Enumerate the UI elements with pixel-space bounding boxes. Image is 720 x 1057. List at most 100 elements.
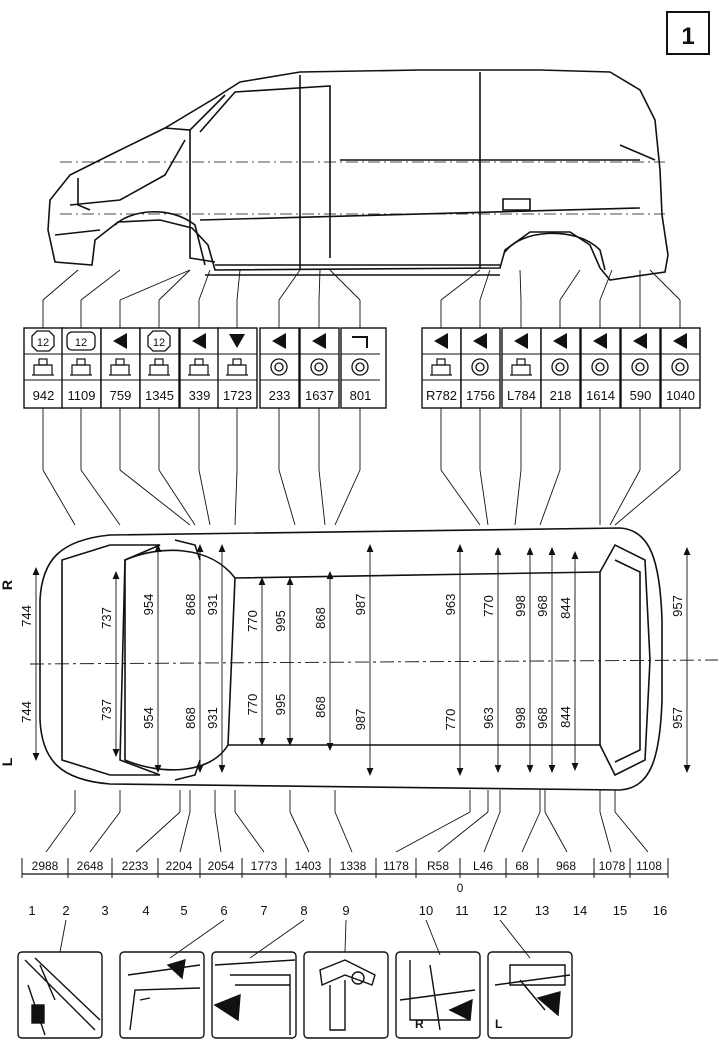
point-number: 9 (342, 903, 349, 918)
triangle-marker-icon (553, 333, 567, 349)
point-code: 1637 (305, 388, 334, 403)
width-upper-value: 868 (183, 594, 198, 616)
width-lower-value: 963 (481, 707, 496, 729)
width-lower-value: 987 (353, 709, 368, 731)
width-lower-value: 931 (205, 707, 220, 729)
badge-label: 12 (37, 337, 49, 349)
triangle-marker-icon (514, 333, 528, 349)
leader-line (158, 269, 191, 301)
point-code: 233 (269, 388, 291, 403)
width-upper-value: 987 (353, 594, 368, 616)
triangle-marker-icon (633, 333, 647, 349)
bottom-dimension-value: 1078 (599, 859, 626, 873)
table-column: 1040 (660, 327, 701, 409)
leader-line (649, 269, 681, 301)
leader-line (437, 811, 489, 853)
bottom-dimension-value: 1773 (251, 859, 278, 873)
detail-5-label: R (415, 1017, 424, 1031)
leader-line (329, 269, 361, 301)
side-label-right: R (0, 580, 15, 590)
bottom-dimension-value: R58 (427, 859, 449, 873)
leader-line (599, 811, 612, 853)
point-number: 1 (28, 903, 35, 918)
lift-point-icon (510, 358, 532, 376)
width-dimension: 931 931 (205, 543, 226, 774)
point-number: 15 (613, 903, 627, 918)
triangle-marker-icon (113, 333, 127, 349)
lift-point-icon (70, 358, 92, 376)
leader-line (42, 469, 76, 526)
table-column: 1637 (299, 327, 340, 409)
bottom-dimension-value: 1108 (636, 859, 662, 873)
point-code: 1040 (666, 388, 695, 403)
lift-point-icon (226, 358, 248, 376)
leader-line (80, 469, 121, 526)
ring-point-icon (471, 358, 489, 376)
leader-line (614, 469, 681, 526)
triangle-marker-icon (272, 333, 286, 349)
detail-6-label: L (495, 1017, 502, 1031)
lift-point-icon (109, 358, 131, 376)
detail-3 (211, 951, 297, 1039)
leader-line (599, 269, 613, 301)
page-number: 1 (681, 23, 694, 50)
width-dimension: 987 987 (353, 543, 374, 777)
leader-line (521, 811, 541, 853)
zero-reference-label: 0 (457, 881, 464, 895)
leader-line (318, 469, 326, 526)
width-dimension: 744 744 (19, 566, 40, 762)
bottom-dimension-value: 2054 (208, 859, 235, 873)
point-number: 8 (300, 903, 307, 918)
bottom-dimension-value: 2648 (77, 859, 104, 873)
bottom-dimension-value: 2204 (166, 859, 193, 873)
bottom-dimension-value: 968 (556, 859, 576, 873)
width-upper-value: 931 (205, 594, 220, 616)
triangle-marker-icon (473, 333, 487, 349)
leader-line (609, 469, 641, 526)
bottom-dimension-value: 1403 (295, 859, 322, 873)
width-lower-value: 744 (19, 701, 34, 723)
leader-line (119, 469, 191, 526)
table-column: 590 (620, 327, 661, 409)
table-column: 218 (540, 327, 581, 409)
width-upper-value: 744 (19, 605, 34, 627)
width-upper-value: 868 (313, 607, 328, 629)
point-code: 942 (33, 388, 55, 403)
point-code: 1109 (68, 388, 96, 403)
badge-label: 12 (75, 337, 87, 349)
point-code: 1723 (223, 388, 252, 403)
point-number: 10 (419, 903, 433, 918)
leader-line (119, 269, 191, 301)
leader-line (334, 811, 353, 853)
table-column: 759 (100, 327, 141, 409)
leader-line (539, 469, 561, 526)
leader-line (344, 919, 347, 953)
leader-line (318, 269, 321, 301)
leader-line (198, 469, 211, 526)
width-upper-value: 998 (513, 595, 528, 617)
point-code: 218 (550, 388, 572, 403)
point-code: 1756 (466, 388, 495, 403)
detail-4 (303, 951, 389, 1039)
leader-line (179, 811, 191, 853)
table-column: 233 (259, 327, 300, 409)
ring-point-icon (631, 358, 649, 376)
table-column: L784 (501, 327, 542, 409)
bottom-dimension-value: 68 (515, 859, 529, 873)
leader-line (80, 269, 121, 301)
table-column: 801 (340, 327, 387, 409)
bottom-dimension-value: 1338 (340, 859, 367, 873)
width-lower-value: 954 (141, 707, 156, 729)
van-side-view (47, 69, 669, 281)
leader-line (479, 469, 489, 526)
